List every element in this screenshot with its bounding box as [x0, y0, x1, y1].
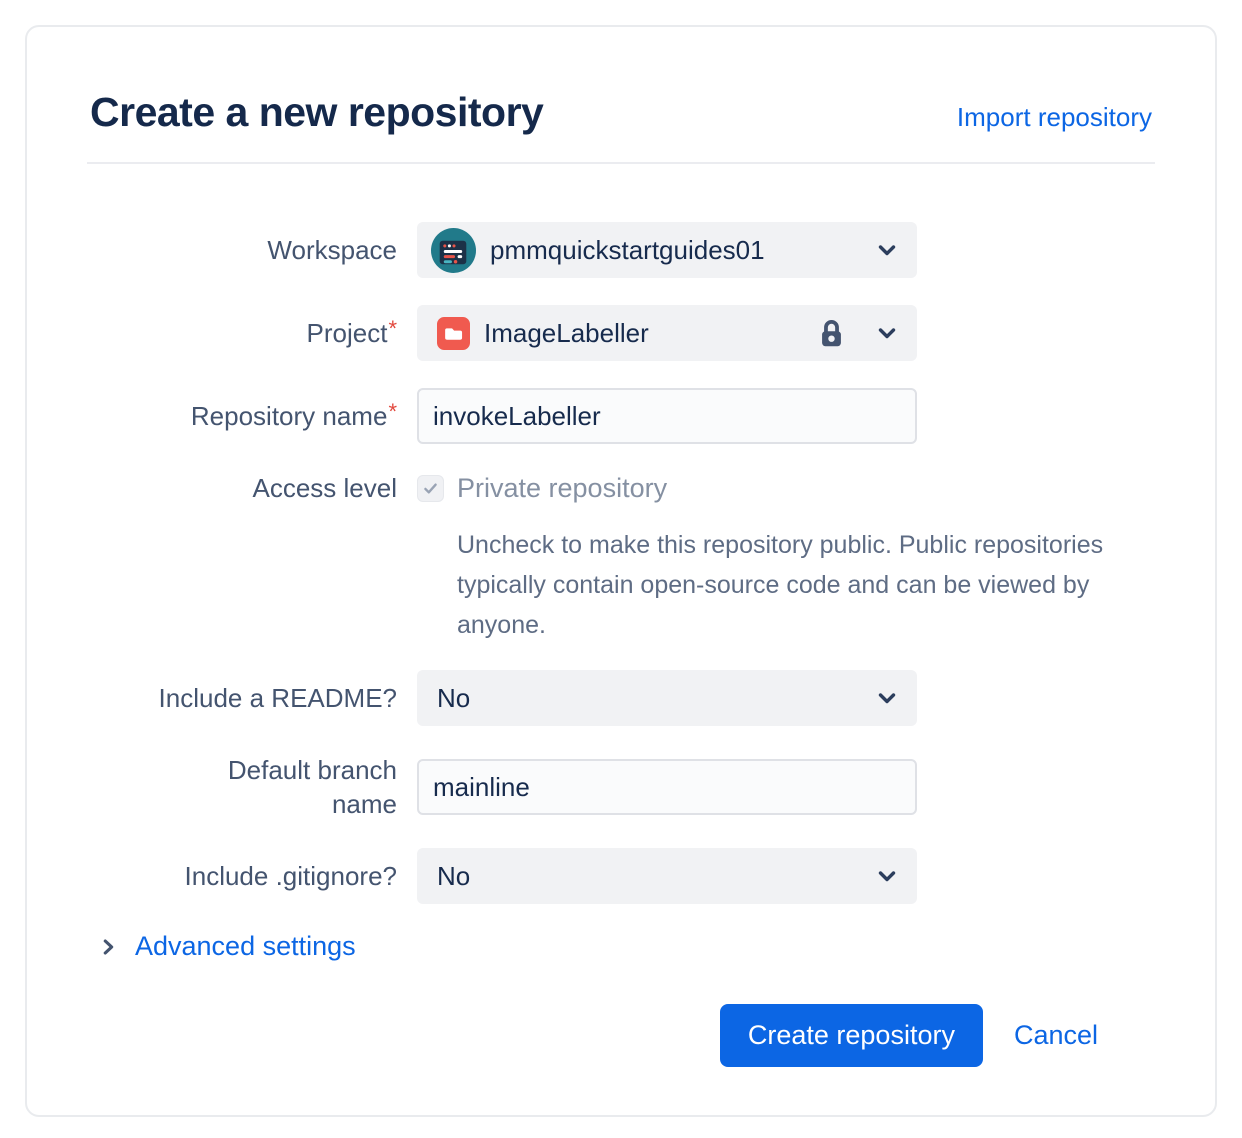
header-divider — [87, 162, 1155, 164]
workspace-select[interactable]: pmmquickstartguides01 — [417, 222, 917, 278]
chevron-down-icon — [878, 245, 896, 256]
default-branch-label: Default branch name — [227, 755, 397, 819]
include-gitignore-label: Include .gitignore? — [184, 861, 397, 891]
access-level-help-text: Uncheck to make this repository public. … — [457, 531, 1104, 639]
default-branch-row: Default branch name — [87, 753, 1155, 821]
include-readme-value: No — [437, 682, 471, 713]
include-gitignore-value: No — [437, 860, 471, 891]
chevron-down-icon — [878, 871, 896, 882]
workspace-avatar-icon — [431, 227, 476, 273]
create-repository-dialog: Create a new repository Import repositor… — [25, 25, 1217, 1117]
required-asterisk: * — [388, 399, 397, 424]
include-gitignore-select[interactable]: No — [417, 848, 917, 904]
project-label: Project* — [306, 316, 397, 348]
chevron-down-icon — [878, 693, 896, 704]
advanced-settings-toggle[interactable]: Advanced settings — [87, 931, 356, 962]
repository-name-row: Repository name* — [87, 388, 1155, 444]
repository-name-label: Repository name* — [190, 399, 397, 431]
access-level-label: Access level — [252, 473, 398, 503]
project-select[interactable]: ImageLabeller — [417, 305, 917, 361]
page-title: Create a new repository — [90, 89, 544, 135]
folder-icon — [437, 316, 470, 350]
private-repository-checkbox[interactable] — [417, 474, 444, 502]
chevron-right-icon — [103, 938, 114, 955]
dialog-header: Create a new repository Import repositor… — [87, 89, 1155, 136]
checkmark-icon — [424, 482, 437, 494]
include-readme-label: Include a README? — [158, 683, 397, 713]
access-level-row: Access level Private repository Uncheck … — [87, 471, 1155, 645]
lock-icon — [822, 319, 841, 346]
cancel-button[interactable]: Cancel — [1013, 1020, 1098, 1050]
dialog-actions: Create repository Cancel — [87, 1004, 1155, 1067]
project-value: ImageLabeller — [484, 317, 649, 348]
include-readme-row: Include a README? No — [87, 670, 1155, 726]
required-asterisk: * — [388, 316, 397, 341]
workspace-row: Workspace pmmquickstartguides01 — [87, 222, 1155, 278]
advanced-settings-label: Advanced settings — [135, 931, 356, 961]
default-branch-input[interactable] — [417, 759, 917, 815]
repository-name-input[interactable] — [417, 388, 917, 444]
include-readme-select[interactable]: No — [417, 670, 917, 726]
project-row: Project* ImageLabeller — [87, 305, 1155, 361]
workspace-value: pmmquickstartguides01 — [490, 234, 765, 265]
private-repository-label: Private repository — [457, 472, 668, 503]
create-repository-button[interactable]: Create repository — [719, 1004, 983, 1067]
chevron-down-icon — [878, 328, 896, 339]
workspace-label: Workspace — [267, 235, 397, 265]
include-gitignore-row: Include .gitignore? No — [87, 848, 1155, 904]
import-repository-link[interactable]: Import repository — [956, 102, 1152, 132]
